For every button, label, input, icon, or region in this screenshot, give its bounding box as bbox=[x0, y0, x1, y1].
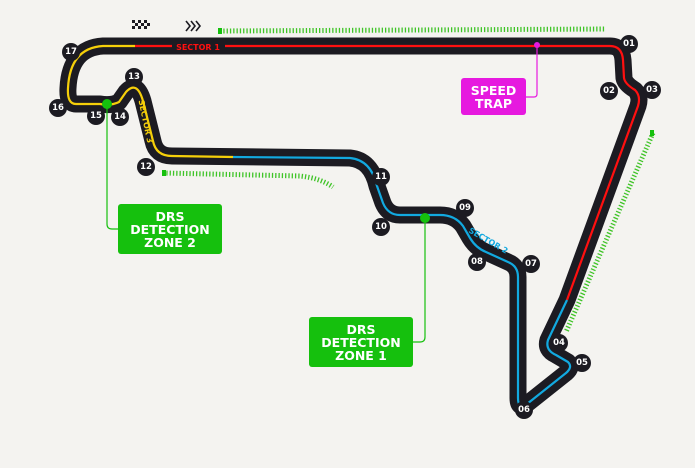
svg-text:03: 03 bbox=[646, 85, 658, 95]
svg-text:09: 09 bbox=[459, 203, 471, 213]
corner-17: 17 bbox=[62, 43, 80, 61]
speed-trap-leader bbox=[526, 45, 538, 98]
corner-markers: 01 02 03 04 05 06 07 08 09 10 11 12 13 1… bbox=[49, 35, 661, 419]
drs-zones bbox=[162, 26, 656, 334]
corner-08: 08 bbox=[468, 253, 486, 271]
drs-detection-2-leader bbox=[106, 104, 118, 230]
drs-detection-1-leader bbox=[413, 217, 426, 343]
speed-trap-callout: SPEED TRAP bbox=[461, 78, 526, 115]
drs-zone-2-line-2: DETECTION bbox=[130, 221, 210, 237]
drs-zone-main-straight bbox=[219, 26, 607, 34]
svg-text:12: 12 bbox=[140, 162, 152, 172]
corner-13: 13 bbox=[125, 68, 143, 86]
speed-trap-marker bbox=[534, 42, 540, 48]
speed-trap-line-2: TRAP bbox=[475, 95, 512, 111]
corner-14: 14 bbox=[111, 108, 129, 126]
direction-chevrons-icon bbox=[185, 20, 202, 32]
drs-zone-1-line-1: DRS bbox=[346, 321, 376, 337]
corner-07: 07 bbox=[522, 255, 540, 273]
corner-05: 05 bbox=[573, 354, 591, 372]
svg-text:14: 14 bbox=[114, 112, 126, 122]
corner-01: 01 bbox=[620, 35, 638, 53]
corner-12: 12 bbox=[137, 158, 155, 176]
corner-06: 06 bbox=[515, 401, 533, 419]
corner-02: 02 bbox=[600, 82, 618, 100]
drs-zone-2-line-1: DRS bbox=[155, 208, 185, 224]
drs-zone-1-line-3: ZONE 1 bbox=[335, 347, 387, 363]
corner-04: 04 bbox=[550, 334, 568, 352]
corner-11: 11 bbox=[372, 168, 390, 186]
sector-1-label: SECTOR 1 bbox=[176, 43, 220, 52]
svg-text:11: 11 bbox=[375, 172, 387, 182]
svg-text:13: 13 bbox=[128, 72, 140, 82]
corner-15: 15 bbox=[87, 107, 105, 125]
svg-text:01: 01 bbox=[623, 39, 635, 49]
svg-text:08: 08 bbox=[471, 257, 483, 267]
corner-03: 03 bbox=[643, 81, 661, 99]
svg-text:02: 02 bbox=[603, 86, 615, 96]
drs-detection-1-marker bbox=[420, 213, 430, 223]
sector-2-line bbox=[232, 155, 572, 408]
svg-text:10: 10 bbox=[375, 222, 387, 232]
drs-zone-2-line-3: ZONE 2 bbox=[144, 234, 196, 250]
svg-text:04: 04 bbox=[553, 338, 565, 348]
svg-text:15: 15 bbox=[90, 111, 102, 121]
speed-trap-line-1: SPEED bbox=[470, 82, 517, 98]
svg-text:05: 05 bbox=[576, 358, 588, 368]
svg-text:16: 16 bbox=[52, 103, 64, 113]
checkered-flag-icon bbox=[132, 20, 150, 29]
drs-zone-stadium-straight bbox=[162, 170, 335, 190]
drs-zone-1-line-2: DETECTION bbox=[321, 334, 401, 350]
svg-text:06: 06 bbox=[518, 405, 530, 415]
corner-10: 10 bbox=[372, 218, 390, 236]
drs-detection-zone-1-callout: DRS DETECTION ZONE 1 bbox=[309, 317, 413, 367]
drs-detection-zone-2-callout: DRS DETECTION ZONE 2 bbox=[118, 204, 222, 254]
drs-detection-2-marker bbox=[102, 99, 112, 109]
corner-16: 16 bbox=[49, 99, 67, 117]
svg-text:07: 07 bbox=[525, 259, 537, 269]
sector-1-line bbox=[135, 44, 641, 301]
svg-text:17: 17 bbox=[65, 47, 77, 57]
corner-09: 09 bbox=[456, 199, 474, 217]
